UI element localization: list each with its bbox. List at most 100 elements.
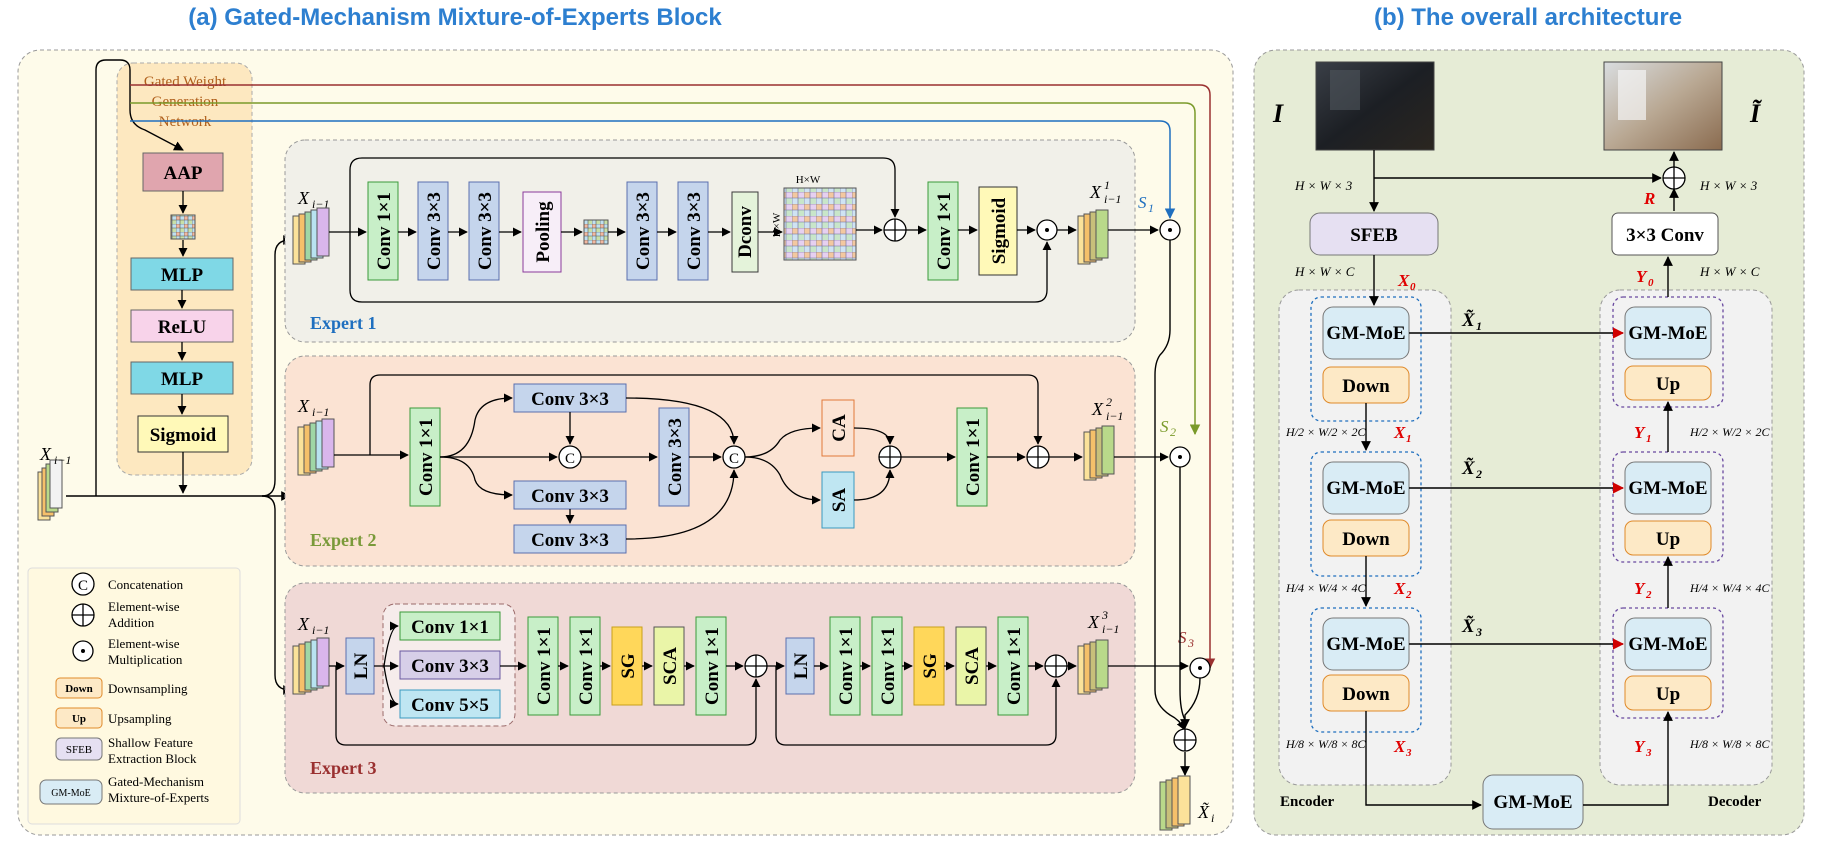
- e3-branch1-block: [399, 611, 501, 641]
- e1-conv3x3-block-2: [468, 181, 500, 281]
- e3-out-sub: i−1: [1102, 622, 1119, 636]
- s2-label: S: [1160, 417, 1169, 436]
- e3-out-label: X: [1087, 612, 1100, 632]
- expert2-input-stack: [297, 418, 335, 476]
- e3-sg-block: [611, 626, 643, 706]
- x2-sub: 2: [1405, 589, 1412, 601]
- sfeb-label: SFEB: [1350, 225, 1398, 246]
- dim-hwc-left: H × W × C: [1294, 264, 1355, 279]
- e1-conv3x3-label-3: Conv 3×3: [633, 192, 654, 270]
- expert3-output-stack: [1077, 639, 1109, 695]
- dec-gm-block-2: [1624, 461, 1712, 515]
- output-sub: i: [1211, 811, 1214, 825]
- dec-up-label-2: Up: [1656, 529, 1680, 550]
- e1-out-sup: 1: [1104, 178, 1110, 192]
- legend-up-label: Upsampling: [108, 711, 172, 726]
- input-label: X: [39, 444, 52, 464]
- e2-conv-b2-label: Conv 3×3: [531, 530, 609, 551]
- legend-down-tag-label: Down: [65, 683, 93, 695]
- title-right: (b) The overall architecture: [1374, 4, 1682, 31]
- legend-mul-label-1: Element-wise: [108, 636, 180, 651]
- e3-conv-c5-block: [871, 616, 903, 716]
- mlp-label-2: MLP: [161, 369, 204, 390]
- gate-sigmoid-label: Sigmoid: [150, 425, 217, 446]
- expert3-input-stack: [292, 637, 330, 695]
- legend-down-label: Downsampling: [108, 681, 188, 696]
- title-left: (a) Gated-Mechanism Mixture-of-Experts B…: [188, 4, 722, 31]
- e1-out-label: X: [1089, 182, 1102, 202]
- legend-up-tag: [55, 707, 103, 729]
- y3-sub: 3: [1645, 747, 1652, 759]
- y3-label: Y: [1634, 737, 1646, 756]
- e1-conv3x3-block-1: [417, 181, 449, 281]
- gate-sigmoid-block: [137, 415, 229, 453]
- expert2-input-label: X: [297, 396, 310, 416]
- gate-weight-line-3: [130, 84, 1216, 670]
- gate-weight-line-2: [130, 102, 1201, 436]
- e3-branch3-block: [399, 689, 501, 719]
- e2-out-sup: 2: [1106, 395, 1112, 409]
- expert1-input-stack: [292, 207, 330, 265]
- e1-attention-map: [783, 187, 857, 261]
- e1-conv1x1-block: [367, 181, 399, 281]
- dec-gm-label-2: GM-MoE: [1628, 478, 1707, 499]
- e3-conv-c5-label: Conv 1×1: [878, 627, 899, 705]
- e3-ln2-label: LN: [791, 653, 812, 680]
- dec-gm-label-3: GM-MoE: [1628, 634, 1707, 655]
- x0-sub: 0: [1410, 281, 1416, 293]
- e1-sigmoid-label: Sigmoid: [989, 197, 1010, 264]
- e2-sa-label: SA: [829, 488, 850, 513]
- enc-gm-label-1: GM-MoE: [1326, 323, 1405, 344]
- e3-conv-c6-label: Conv 1×1: [1004, 627, 1025, 705]
- e2-conv-out-label: Conv 1×1: [963, 418, 984, 496]
- e3-conv-c1-label: Conv 1×1: [534, 627, 555, 705]
- e2-conv-mid-label: Conv 3×3: [665, 418, 686, 496]
- e3-conv-c4-label: Conv 1×1: [836, 627, 857, 705]
- dec-up-label-1: Up: [1656, 374, 1680, 395]
- e1-hw-side: H×W: [771, 212, 783, 237]
- encoder-label: Encoder: [1280, 794, 1335, 810]
- skip3-sub: 3: [1475, 625, 1482, 639]
- expert3-input-sub: i−1: [312, 623, 329, 637]
- dec-up-label-3: Up: [1656, 684, 1680, 705]
- e3-ln-block: [345, 637, 375, 695]
- bottleneck-gm-label: GM-MoE: [1493, 792, 1572, 813]
- output-image-label: Ĩ: [1749, 99, 1762, 128]
- skip2-sub: 2: [1475, 467, 1482, 481]
- dec-up-block-2: [1624, 520, 1712, 556]
- e3-sca2-block: [955, 626, 987, 706]
- e1-conv3x3-label-4: Conv 3×3: [684, 192, 705, 270]
- dim-level2-right: H/4 × W/4 × 4C: [1689, 581, 1771, 595]
- r-label: R: [1643, 189, 1655, 208]
- e3-branch1-label: Conv 1×1: [411, 617, 489, 638]
- e1-sigmoid-block: [978, 186, 1018, 276]
- expert2-panel: [284, 355, 1136, 567]
- e1-conv3x3-block-3: [626, 181, 658, 281]
- e1-pooling-block: [522, 191, 562, 273]
- e3-sg-label: SG: [618, 653, 639, 679]
- e2-concat-sym-1: C: [565, 451, 575, 467]
- x0-label: X: [1397, 271, 1410, 290]
- e3-conv-c6-block: [997, 616, 1029, 716]
- y1-label: Y: [1634, 423, 1646, 442]
- dec-gm-block-3: [1624, 617, 1712, 671]
- e1-conv1x1-label: Conv 1×1: [374, 192, 395, 270]
- enc-down-label-2: Down: [1342, 529, 1390, 550]
- legend-gm-label-2: Mixture-of-Experts: [108, 790, 209, 805]
- output-label: X̃: [1197, 802, 1210, 822]
- legend-gm-tag-label: GM-MoE: [51, 788, 90, 799]
- dim-hwc-right: H × W × C: [1699, 264, 1760, 279]
- legend-gm-tag: [39, 779, 103, 805]
- legend-up-tag-label: Up: [72, 713, 86, 725]
- e1-out-sub: i−1: [1104, 192, 1121, 206]
- legend-add-label-2: Addition: [108, 615, 155, 630]
- legend-add-label-1: Element-wise: [108, 599, 180, 614]
- dim-level3-right: H/8 × W/8 × 8C: [1689, 737, 1771, 751]
- s3-sub: 3: [1187, 636, 1194, 650]
- y1-sub: 1: [1646, 433, 1652, 445]
- expert1-output-stack: [1077, 209, 1109, 265]
- s3-label: S: [1178, 628, 1187, 647]
- skip1-sub: 1: [1476, 319, 1482, 333]
- gate-label-1: Gated Weight: [144, 74, 227, 90]
